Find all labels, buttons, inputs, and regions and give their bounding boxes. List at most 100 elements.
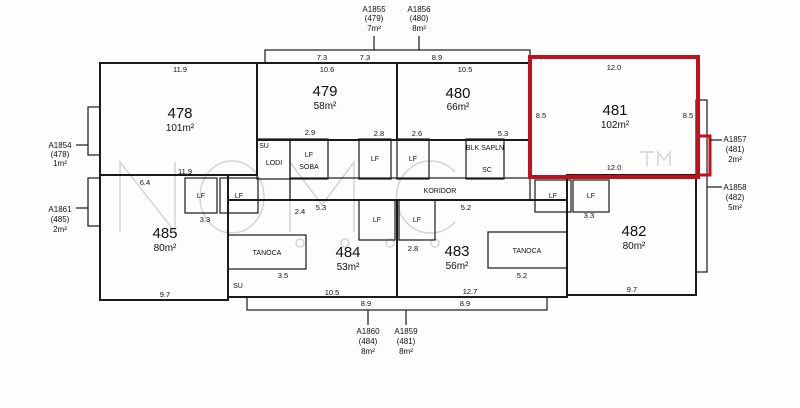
room-481-storage-highlight [698, 134, 712, 177]
top-balcony-strip [264, 49, 531, 64]
room-area: 80m² [154, 243, 177, 254]
dimension: 8.5 [536, 111, 546, 120]
tanoca-label: TANOCA [513, 248, 542, 255]
dimension: 10.5 [458, 65, 473, 74]
room-area: 101m² [166, 123, 195, 134]
annotation-id: A1856 [407, 5, 431, 14]
annotation-unit: (481) [397, 337, 416, 346]
dimension: 11.9 [173, 65, 187, 74]
annotation-area: 8m² [361, 347, 375, 356]
room-483[interactable] [396, 199, 568, 298]
room-area: 80m² [623, 241, 646, 252]
lift-box [396, 138, 430, 180]
annotation-area: 8m² [412, 24, 426, 33]
annotation-a1854: A1854(478)1m² [48, 141, 88, 168]
dimension: 5.2 [517, 271, 527, 280]
room-485[interactable] [99, 174, 229, 301]
dimension: 3.3 [200, 215, 210, 224]
corridor [289, 177, 531, 201]
su-label: SU [233, 283, 243, 290]
bottom-balcony-strip [246, 296, 548, 311]
dimension: 11.9 [178, 167, 192, 176]
tanoca-box [487, 231, 568, 269]
dimension: 2.8 [408, 244, 418, 253]
lift-box [398, 199, 436, 241]
lf-label: LF [305, 152, 313, 159]
annotation-a1861: A1861(485)2m² [48, 205, 88, 234]
dimension: 5.3 [316, 203, 326, 212]
dimension: 9.7 [627, 285, 637, 294]
dimension: 5.3 [498, 129, 508, 138]
tanoca-label: TANOCA [253, 250, 282, 257]
left-strip [87, 106, 101, 156]
lf-label: LF [371, 156, 379, 163]
room-number: 485 [152, 225, 177, 242]
dimension: 12.0 [607, 163, 622, 172]
lf-label: LF [197, 193, 205, 200]
lf-label: LF [587, 193, 595, 200]
annotation-unit: (480) [410, 14, 429, 23]
dimension: 7.3 [317, 53, 327, 62]
annotation-a1859: A1859(481)8m² [394, 310, 418, 356]
annotation-id: A1857 [723, 135, 747, 144]
room-481-highlight[interactable] [528, 55, 700, 179]
lf-label: LF [373, 217, 381, 224]
dimension: 2.4 [295, 207, 305, 216]
dimension: 6.4 [140, 178, 150, 187]
room-area: 53m² [337, 262, 360, 273]
su-label: SU [259, 143, 269, 150]
annotation-id: A1861 [48, 205, 72, 214]
annotation-a1860: A1860(484)8m² [356, 310, 380, 356]
dimension: 7.3 [360, 53, 370, 62]
annotation-a1857: A1857(481)2m² [710, 135, 747, 164]
room-area: 102m² [601, 120, 630, 131]
annotation-id: A1858 [723, 183, 747, 192]
annotation-area: 7m² [367, 24, 381, 33]
room-484[interactable] [227, 199, 398, 298]
dimension: 8.9 [432, 53, 442, 62]
dimension: 2.9 [305, 128, 315, 137]
lift-box [572, 179, 610, 213]
annotation-area: 2m² [728, 155, 742, 164]
room-number: 484 [335, 244, 360, 261]
annotation-id: A1860 [356, 327, 380, 336]
annotation-id: A1859 [394, 327, 418, 336]
lodi-box [256, 138, 291, 180]
room-number: 478 [167, 105, 192, 122]
dimension: 3.5 [278, 271, 288, 280]
annotation-a1856: A1856(480)8m² [407, 5, 431, 50]
room-area: 66m² [447, 102, 470, 113]
annotation-a1858: A1858(482)5m² [707, 183, 747, 212]
lift-box [358, 138, 392, 180]
annotation-unit: (479) [365, 14, 384, 23]
annotation-id: A1854 [48, 141, 72, 150]
dimension: 12.7 [463, 287, 478, 296]
room-number: 483 [444, 243, 469, 260]
dimension-labels: 11.9 10.6 10.5 12.0 8.5 8.5 12.0 11.9 2.… [140, 53, 693, 308]
lodi-label: LODI [266, 160, 282, 167]
corridor-label: KORIDOR [424, 188, 457, 195]
dimension: 10.5 [325, 288, 340, 297]
lf-label: LF [409, 156, 417, 163]
lift-box [358, 199, 396, 241]
dimension: 8.5 [683, 111, 693, 120]
bk-label: BLK SAPLN [466, 145, 504, 152]
room-area: 56m² [446, 261, 469, 272]
room-area: 58m² [314, 101, 337, 112]
dimension: 10.6 [320, 65, 335, 74]
room-number: 479 [312, 83, 337, 100]
service-box [465, 138, 505, 180]
annotation-unit: (481) [726, 145, 745, 154]
left-strip [87, 177, 101, 227]
room-number: 480 [445, 85, 470, 102]
lf-label: LF [413, 217, 421, 224]
dimension: 2.8 [374, 129, 384, 138]
annotation-unit: (478) [51, 150, 70, 159]
dimension: 9.7 [160, 290, 170, 299]
dimension: 8.9 [361, 299, 371, 308]
annotation-area: 8m² [399, 347, 413, 356]
annotation-unit: (484) [359, 337, 378, 346]
lift-box [184, 177, 218, 214]
sc-label: SC [482, 167, 492, 174]
